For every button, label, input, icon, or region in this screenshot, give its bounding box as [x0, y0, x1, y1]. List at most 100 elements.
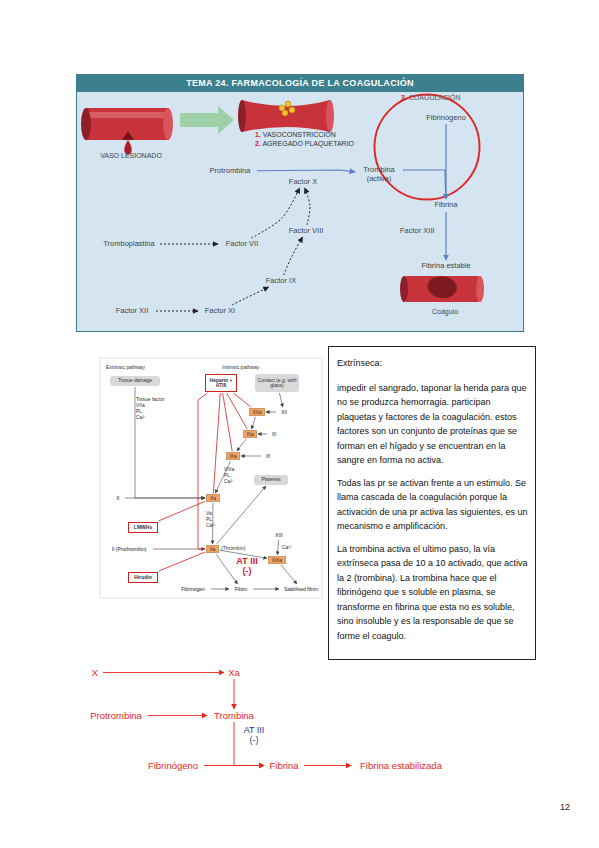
node-text: Hirudin — [134, 575, 152, 581]
connector — [266, 412, 276, 413]
step-label: Factor VII — [219, 239, 265, 249]
factor-label: Fibrinogen — [176, 585, 210, 593]
connector — [223, 393, 233, 451]
text-label: VIIa — [136, 402, 176, 408]
connector — [234, 679, 235, 709]
connector — [258, 434, 267, 435]
connector — [125, 498, 205, 499]
connector — [153, 549, 205, 550]
connector — [227, 393, 247, 429]
node-text: Heparin + ATIII — [206, 378, 236, 389]
factor-box: Xa — [206, 494, 220, 502]
connector — [103, 672, 224, 673]
edge-label: AT III (-) — [238, 725, 270, 745]
connector — [237, 439, 246, 451]
text-label: (Thrombin) — [221, 545, 251, 551]
text-label: PL — [224, 472, 254, 478]
text-label: Intrinsic pathway — [222, 364, 282, 370]
cascade-label: Fibrinógeno — [143, 760, 203, 771]
node-text: Fibrina estabilizada — [360, 760, 442, 771]
step-label: Factor XI — [199, 306, 241, 316]
circle-outline — [373, 93, 481, 201]
node-text: XI — [272, 431, 277, 437]
node-text: Xa — [210, 495, 216, 501]
node-text: 3. COAGULACIÓN — [373, 93, 481, 101]
step-label: Factor XII — [109, 306, 155, 316]
node-text: Xa — [228, 667, 240, 678]
factor-label: II (Prothrombin) — [106, 545, 152, 553]
node-text: Factor VII — [226, 240, 259, 249]
text-box: Extrínseca:impedir el sangrado, taponar … — [328, 346, 536, 660]
connector — [241, 456, 261, 457]
step-label: Fibrina estable — [409, 261, 483, 271]
node-text: XIII — [275, 532, 283, 538]
node-text: La trombina activa el ultimo paso, la ví… — [337, 542, 528, 644]
factor-label: XII — [277, 408, 291, 416]
node-text: Fibrina — [435, 201, 458, 210]
text-label: Extrinsic pathway — [106, 364, 166, 370]
text-label: AT III (-) — [232, 556, 262, 576]
node-text: Trombina — [214, 710, 254, 721]
step-label: Protrombina — [204, 166, 256, 176]
step-label: Factor IX — [261, 276, 301, 286]
node-text: Fibrin — [235, 586, 248, 592]
connector — [204, 765, 264, 766]
grey-box: Contact (e.g. with glass) — [255, 374, 299, 392]
text-label: 1. VASOCONSTRICCIÓN — [255, 131, 375, 138]
connector — [279, 393, 282, 407]
node-text: Factor XII — [116, 307, 149, 316]
node-text: Trombina (activa) — [356, 166, 402, 183]
cascade-label: Protrombina — [85, 710, 147, 721]
figure-frame — [100, 358, 322, 598]
connector — [158, 501, 205, 521]
factor-box: XIIIa — [268, 556, 286, 564]
text-label: VASO LESIONADO — [96, 152, 166, 159]
node-text: Stabilised fibrin — [284, 586, 318, 592]
node-text: Fibrina estable — [421, 262, 470, 271]
node-text: Fibrinógeno — [148, 760, 198, 771]
factor-label: Fibrin — [230, 585, 252, 593]
connector — [277, 540, 278, 555]
connector — [281, 565, 297, 584]
node-text: XIIIa — [272, 557, 282, 563]
node-text: XII — [281, 409, 287, 415]
connector — [253, 589, 279, 590]
node-text: X — [92, 667, 98, 678]
text-label: Va — [206, 510, 236, 516]
node-text: Contact (e.g. with glass) — [255, 378, 299, 389]
factor-label: XIII — [272, 531, 286, 539]
factor-label: X — [112, 494, 124, 502]
text-label: Ca²⁺ — [224, 478, 254, 484]
drug-box: Hirudin — [128, 572, 158, 583]
connector — [304, 765, 351, 766]
drug-box: LMWHs — [128, 522, 158, 533]
node-text: Factor VIII — [289, 227, 324, 236]
text-label: Coágulo — [423, 308, 467, 315]
connector — [135, 387, 205, 498]
factor-box: IXa — [226, 452, 240, 460]
text-label: PL — [206, 516, 236, 522]
cascade-label: X — [88, 667, 102, 678]
factor-label: Stabilised fibrin — [280, 585, 322, 593]
node-text: Todas las pr se activan frente a un esti… — [337, 476, 528, 534]
connector — [252, 417, 256, 429]
node-text: X — [116, 495, 119, 501]
node-text: Fibrinogen — [181, 586, 205, 592]
factor-box: XIa — [243, 430, 257, 438]
highlight-circle: 3. COAGULACIÓNFibrinógeno — [373, 93, 481, 201]
node-text: Platelets — [261, 477, 280, 483]
cascade-label: Trombina — [208, 710, 260, 721]
node-text: IXa — [229, 453, 237, 459]
connector — [148, 715, 207, 716]
node-text: IX — [266, 453, 271, 459]
step-label: Fibrina — [426, 200, 466, 211]
node-text: II (Prothrombin) — [112, 546, 147, 552]
text-label: PL — [136, 408, 176, 414]
node-text: Factor IX — [266, 277, 296, 286]
factor-label: XI — [268, 430, 280, 438]
node-text: XIa — [246, 431, 254, 437]
drug-box: Heparin + ATIII — [205, 374, 237, 392]
grey-box: Platelets — [254, 475, 288, 485]
cascade-label: Xa — [225, 667, 243, 678]
